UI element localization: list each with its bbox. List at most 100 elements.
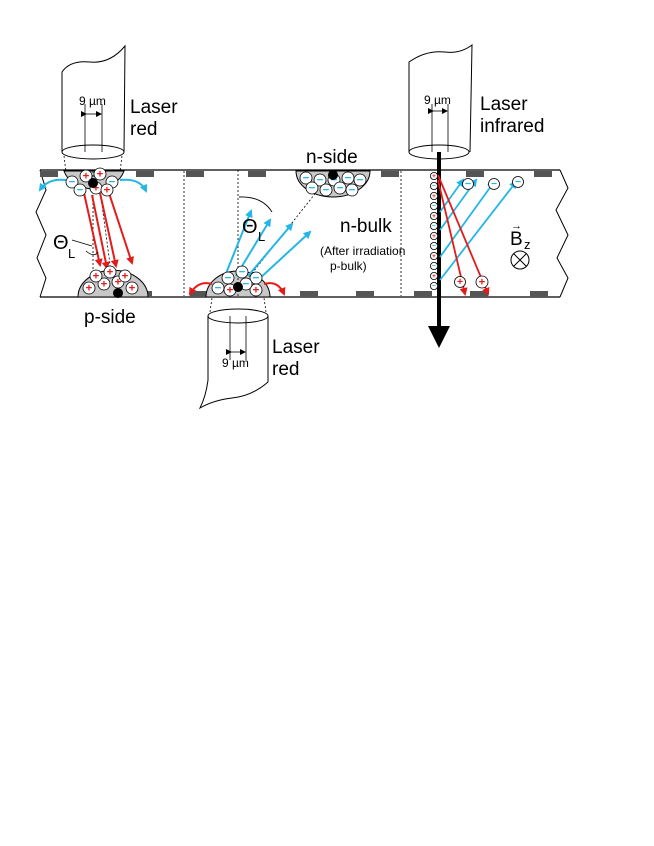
carrier-circle — [79, 169, 93, 183]
electron-carrier: − — [429, 181, 438, 190]
minus-sign: − — [317, 175, 324, 187]
electron-drift-right — [439, 178, 518, 281]
photon-absorption-point — [88, 178, 98, 188]
carrier-circle — [429, 231, 438, 240]
carrier-circle — [103, 265, 117, 279]
laser-label: Laser — [272, 337, 320, 358]
fiber-outline — [198, 316, 269, 410]
hole-carrier: + — [82, 281, 96, 295]
carrier-circle — [305, 181, 319, 195]
minus-sign: − — [432, 283, 436, 290]
minus-sign: − — [69, 177, 76, 189]
irradiation-note: (After irradiation — [320, 244, 405, 258]
electron-carrier: − — [313, 173, 327, 187]
hole-carrier: + — [118, 269, 132, 283]
hole-carrier: + — [475, 275, 489, 289]
hole-drift-arrow — [107, 189, 134, 265]
electron-carrier: − — [462, 178, 474, 190]
electron-carrier: − — [353, 173, 367, 187]
sensor-right-break — [555, 169, 569, 298]
minus-sign: − — [465, 179, 471, 190]
minus-sign: − — [331, 175, 338, 187]
hole-drift-arrow — [91, 194, 110, 270]
electron-drift-arrow — [224, 209, 253, 277]
n-bulk-label: n-bulk — [340, 216, 392, 237]
plus-sign: + — [101, 279, 108, 291]
plus-sign: + — [115, 277, 122, 289]
electron-carrier: − — [488, 178, 500, 190]
electron-drift-arrow — [257, 230, 312, 281]
hole-carrier: + — [89, 269, 103, 283]
hole-exit-arrow — [263, 282, 286, 296]
hole-drift-arrow — [99, 192, 119, 268]
b-field-label: B — [510, 229, 523, 250]
minus-sign: − — [432, 263, 436, 270]
electron-carrier: − — [221, 271, 235, 285]
strip-pad — [248, 171, 266, 177]
plus-sign: + — [93, 183, 100, 195]
electron-carrier: − — [73, 183, 87, 197]
fiber-end-face — [61, 144, 125, 160]
carrier-circle — [429, 251, 438, 260]
carrier-circle — [319, 183, 333, 197]
hole-carrier: + — [79, 169, 93, 183]
hole-drift-arrow — [437, 179, 468, 296]
photon-absorption-point — [113, 288, 123, 298]
electron-drift-arrow — [439, 180, 496, 258]
carrier-circle — [429, 241, 438, 250]
strip-pad — [414, 291, 432, 297]
fiber-outline — [408, 43, 473, 153]
spot-size-label: 9 µm — [222, 356, 249, 370]
strip-pad — [40, 171, 58, 177]
carrier-circle — [89, 269, 103, 283]
electron-exit-arrow — [38, 178, 67, 192]
carrier-circle — [100, 183, 114, 197]
hole-exit-arrow — [189, 282, 213, 296]
b-field-cross — [513, 253, 527, 267]
plus-sign: + — [93, 271, 100, 283]
b-field-into-page-icon — [510, 250, 530, 270]
theta-subscript: L — [68, 246, 75, 261]
strip-pad — [136, 171, 154, 177]
carrier-circle — [454, 276, 466, 288]
minus-sign: − — [491, 179, 497, 190]
hole-carrier: + — [103, 265, 117, 279]
electron-carrier: − — [65, 175, 79, 189]
strip-pad — [190, 291, 208, 297]
carrier-circle — [429, 221, 438, 230]
hole-carrier: + — [100, 183, 114, 197]
hole-carrier: + — [429, 231, 438, 240]
minus-sign: − — [515, 177, 521, 188]
plus-sign: + — [432, 253, 436, 260]
spot-size-label: 9 µm — [424, 93, 451, 107]
focus-cone — [63, 155, 123, 173]
p-side-label: p-side — [84, 307, 136, 328]
angle-arc — [85, 250, 99, 256]
carrier-circle — [429, 171, 438, 180]
carrier-circle — [249, 283, 263, 297]
laser-fiber-top-left: 9 µm Laser red — [61, 44, 178, 173]
plus-sign: + — [253, 285, 260, 297]
carrier-circle — [429, 181, 438, 190]
minus-sign: − — [345, 173, 352, 185]
minus-sign: − — [109, 177, 116, 189]
minus-sign: − — [432, 203, 436, 210]
hole-carrier: + — [249, 283, 263, 297]
n-side-label: n-side — [306, 147, 358, 168]
minus-sign: − — [77, 185, 84, 197]
plus-sign: + — [457, 277, 463, 288]
photon-absorption-point — [233, 282, 243, 292]
plus-sign: + — [432, 273, 436, 280]
plus-sign: + — [432, 213, 436, 220]
plus-sign: + — [432, 233, 436, 240]
fiber-outline — [61, 44, 126, 153]
minus-sign: − — [337, 183, 344, 195]
carrier-circle — [299, 171, 313, 185]
electron-carrier: − — [333, 181, 347, 195]
minus-sign: − — [303, 173, 310, 185]
electron-carrier: − — [429, 221, 438, 230]
lorentz-angle-middle: Θ L — [238, 196, 273, 244]
hole-carrier: + — [429, 251, 438, 260]
carrier-circle — [73, 183, 87, 197]
